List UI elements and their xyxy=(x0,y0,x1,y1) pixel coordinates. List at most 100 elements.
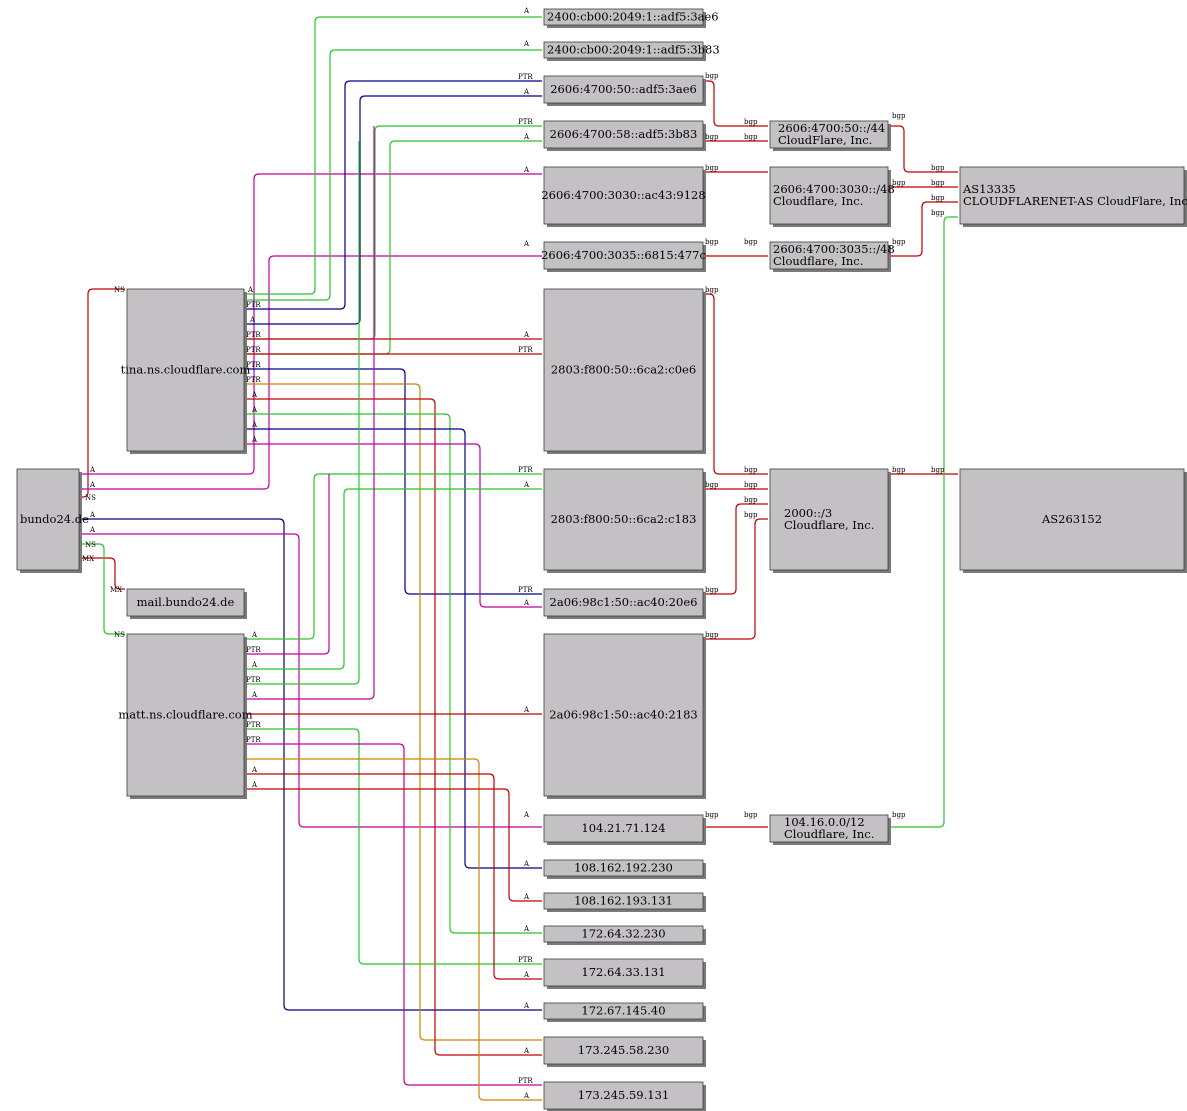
node-ip-172-32[interactable]: 172.64.32.230 xyxy=(543,925,706,945)
edge-red xyxy=(705,80,768,127)
node-ip-172-145[interactable]: 172.67.145.40 xyxy=(543,1002,706,1022)
edge-magenta xyxy=(246,126,375,700)
edge-label-bgp: bgp xyxy=(892,112,906,120)
edge-red xyxy=(80,557,125,590)
node-label: 2606:4700:3030::ac43:9128 xyxy=(541,188,705,202)
node-ip-2606-50[interactable]: 2606:4700:50::adf5:3ae6 xyxy=(543,75,706,106)
node-box xyxy=(543,166,704,225)
edge-label-ns: NS xyxy=(114,631,125,639)
node-ip-2606-3030[interactable]: 2606:4700:3030::ac43:9128 xyxy=(541,166,706,227)
edge-red xyxy=(246,398,542,1056)
edge-label-a: A xyxy=(251,661,258,669)
node-label: 104.21.71.124 xyxy=(581,821,665,835)
node-box xyxy=(543,892,704,910)
node-label: CloudFlare, Inc. xyxy=(778,133,872,147)
node-ip-2a06-20e6[interactable]: 2a06:98c1:50::ac40:20e6 xyxy=(543,588,706,619)
edge-label-ns: NS xyxy=(85,541,96,549)
edge-label-a: A xyxy=(523,860,530,868)
edge-label-a: A xyxy=(89,511,96,519)
edge-label-bgp: bgp xyxy=(931,179,945,187)
edge-label-a: A xyxy=(523,40,530,48)
edge-label-bgp: bgp xyxy=(892,238,906,246)
edge-magenta xyxy=(80,533,542,828)
node-tina[interactable]: tina.ns.cloudflare.com xyxy=(121,288,251,454)
edge-label-bgp: bgp xyxy=(705,238,719,246)
node-label: mail.bundo24.de xyxy=(137,595,235,609)
node-as263152[interactable]: AS263152 xyxy=(959,468,1187,573)
node-mail[interactable]: mail.bundo24.de xyxy=(126,588,247,619)
edge-label-a: A xyxy=(523,706,530,714)
edge-label-ptr: PTR xyxy=(518,466,533,474)
edge-magenta xyxy=(246,743,542,1086)
edge-magenta xyxy=(80,255,542,490)
edge-label-bgp: bgp xyxy=(744,118,758,126)
node-label: 108.162.193.131 xyxy=(574,894,673,908)
edge-label-a: A xyxy=(251,436,258,444)
edge-red xyxy=(705,503,768,595)
node-label: 2803:f800:50::6ca2:c0e6 xyxy=(551,363,696,377)
edge-label-a: A xyxy=(251,391,258,399)
edge-label-bgp: bgp xyxy=(705,481,719,489)
edge-label-ptr: PTR xyxy=(246,721,261,729)
edge-red xyxy=(890,201,958,257)
node-label: 2a06:98c1:50::ac40:2183 xyxy=(549,708,697,722)
node-matt[interactable]: matt.ns.cloudflare.com xyxy=(118,633,253,799)
edge-label-ptr: PTR xyxy=(246,301,261,309)
edge-green xyxy=(890,216,958,828)
node-label: 172.64.33.131 xyxy=(581,965,665,979)
node-label: Cloudflare, Inc. xyxy=(773,194,863,208)
edge-label-a: A xyxy=(251,421,258,429)
node-box xyxy=(543,1002,704,1020)
edge-green xyxy=(246,140,542,355)
edge-label-ptr: PTR xyxy=(246,676,261,684)
edge-label-a: A xyxy=(89,466,96,474)
edge-green xyxy=(246,49,542,301)
node-label: 2803:f800:50::6ca2:c183 xyxy=(551,512,697,526)
node-ip-108-192[interactable]: 108.162.192.230 xyxy=(543,859,706,879)
node-ip-2803-c0e6[interactable]: 2803:f800:50::6ca2:c0e6 xyxy=(543,288,706,454)
edge-label-a: A xyxy=(523,7,530,15)
edge-label-ns: NS xyxy=(114,286,125,294)
node-box xyxy=(543,1081,704,1110)
node-box xyxy=(769,166,889,225)
node-ip-173-58[interactable]: 173.245.58.230 xyxy=(543,1036,706,1067)
edge-label-ptr: PTR xyxy=(518,1077,533,1085)
node-label: matt.ns.cloudflare.com xyxy=(118,708,252,722)
node-ip-172-33[interactable]: 172.64.33.131 xyxy=(543,958,706,989)
edge-label-a: A xyxy=(251,406,258,414)
node-box xyxy=(543,41,704,59)
edge-label-ptr: PTR xyxy=(518,346,533,354)
edge-label-bgp: bgp xyxy=(931,194,945,202)
node-label: 172.64.32.230 xyxy=(581,927,665,941)
edge-green xyxy=(246,728,542,965)
node-ip-108-193[interactable]: 108.162.193.131 xyxy=(543,892,706,912)
node-ip-2a06-2183[interactable]: 2a06:98c1:50::ac40:2183 xyxy=(543,633,706,799)
node-label: 173.245.58.230 xyxy=(578,1043,669,1057)
edge-label-mx: MX xyxy=(82,555,94,563)
node-label: bundo24.de xyxy=(20,512,89,526)
node-box xyxy=(543,288,704,452)
node-label: 173.245.59.131 xyxy=(578,1088,669,1102)
node-ip-2606-58[interactable]: 2606:4700:58::adf5:3b83 xyxy=(543,120,706,151)
edge-red xyxy=(80,288,125,498)
node-box xyxy=(126,588,245,617)
node-ip-2400-b[interactable]: 2400:cb00:2049:1::adf5:3b83 xyxy=(543,41,720,61)
edge-red xyxy=(246,788,542,902)
node-bundo[interactable]: bundo24.de xyxy=(16,468,89,573)
node-ip-104[interactable]: 104.21.71.124 xyxy=(543,814,706,845)
node-ip-2803-c183[interactable]: 2803:f800:50::6ca2:c183 xyxy=(543,468,706,573)
node-box xyxy=(959,166,1185,225)
node-ip-2606-3035[interactable]: 2606:4700:3035::6815:477c xyxy=(541,241,706,272)
edge-label-bgp: bgp xyxy=(892,811,906,819)
node-box xyxy=(543,925,704,943)
node-ip-173-59[interactable]: 173.245.59.131 xyxy=(543,1081,706,1111)
node-ip-2400-a[interactable]: 2400:cb00:2049:1::adf5:3ae6 xyxy=(543,8,719,28)
node-box xyxy=(543,958,704,987)
